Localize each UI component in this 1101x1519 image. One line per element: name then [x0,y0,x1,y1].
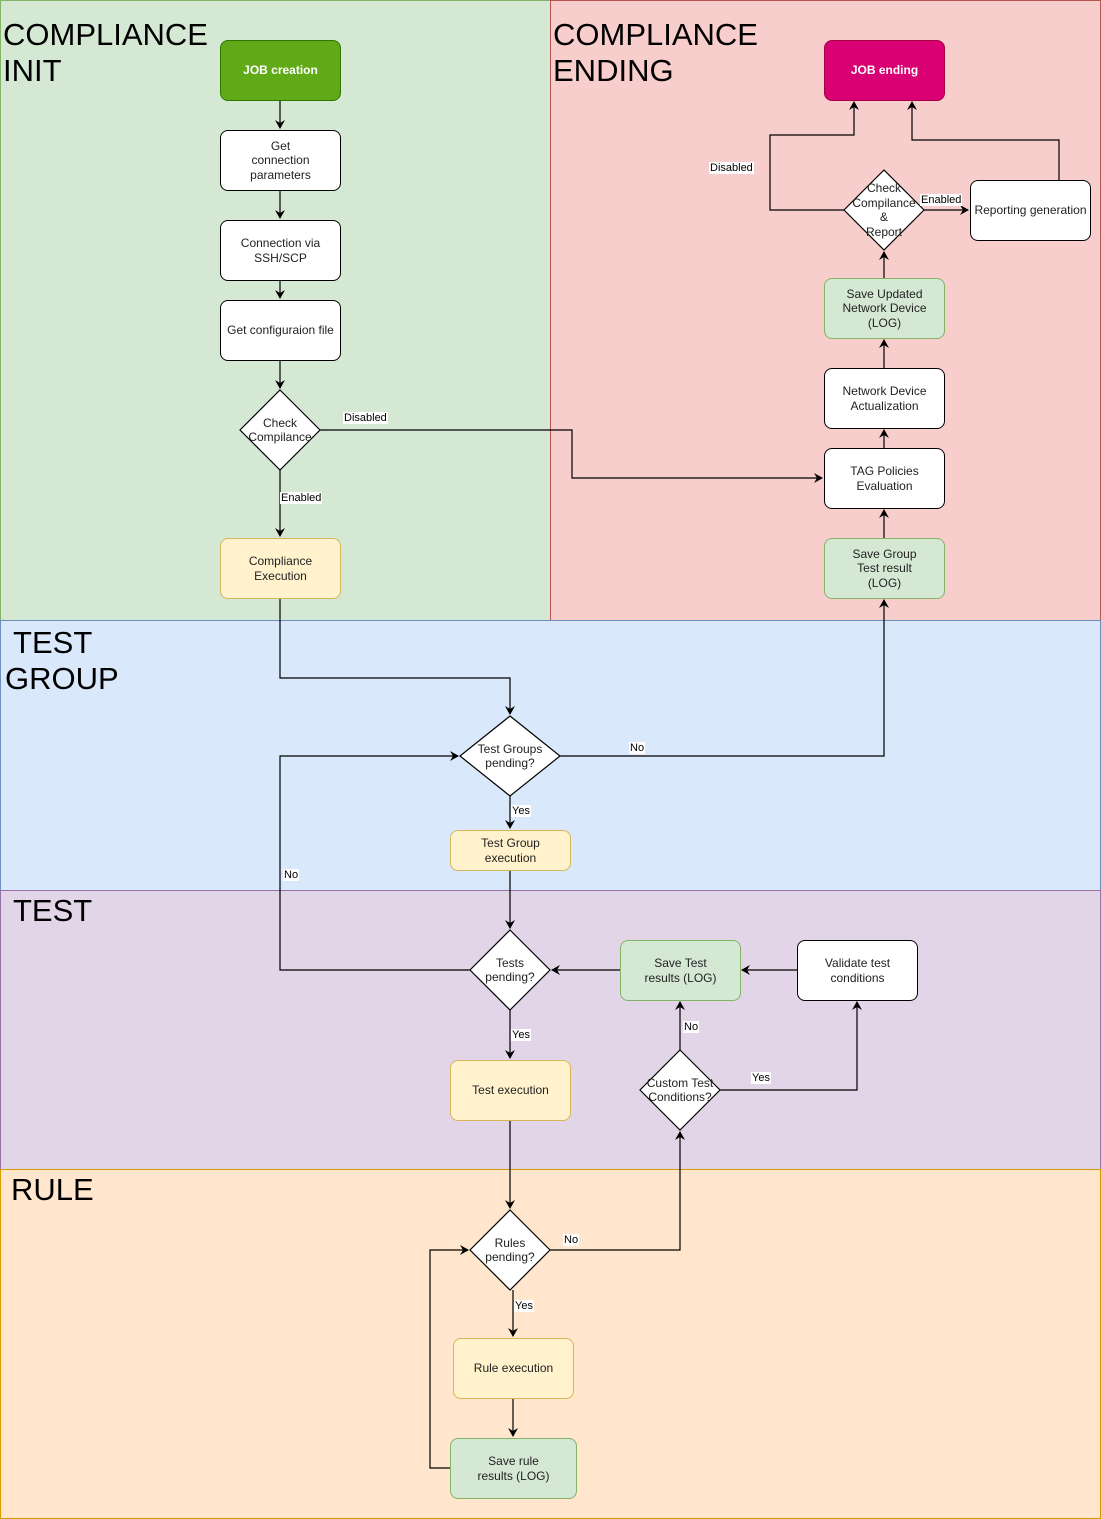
label-custom-no: No [683,1021,700,1033]
node-rules-pending[interactable]: Rules pending? [485,1235,535,1265]
label-test-groups-yes: Yes [511,805,531,817]
edge-reporting-to-end [907,101,1060,180]
edge-report-disabled [769,101,859,211]
node-save-test-results[interactable]: Save Test results (LOG) [620,940,741,1001]
node-rule-execution[interactable]: Rule execution [453,1338,574,1399]
node-get-connection-parameters[interactable]: Get connection parameters [220,130,341,191]
edge-saverule-to-rules [429,1245,469,1469]
diamond-tests-pending [469,929,551,1011]
label-rules-no: No [563,1234,580,1246]
node-reporting-generation[interactable]: Reporting generation [970,180,1091,241]
lane-title-compliance-ending: COMPLIANCE ENDING [553,17,758,88]
node-tag-policies-evaluation[interactable]: TAG Policies Evaluation [824,448,945,509]
node-test-group-execution[interactable]: Test Group execution [450,830,571,871]
node-job-ending[interactable]: JOB ending [824,40,945,101]
edge-testgroups-no [560,599,889,757]
label-custom-yes: Yes [751,1072,771,1084]
node-test-groups-pending[interactable]: Test Groups pending? [477,741,543,771]
diamond-test-groups-pending [459,715,561,797]
label-check-compliance-enabled: Enabled [280,492,323,504]
node-save-updated-network-device[interactable]: Save Updated Network Device (LOG) [824,278,945,339]
edge-custom-yes [720,1001,862,1091]
label-tests-no: No [283,869,300,881]
lane-title-compliance-init: COMPLIANCE INIT [3,17,208,88]
node-check-compliance[interactable]: Check Compilance [248,415,312,445]
lane-title-test: TEST [13,893,93,928]
edge-rules-no [550,1131,685,1251]
label-check-compliance-disabled: Disabled [343,412,388,424]
diamond-check-compliance-report [843,169,925,251]
node-save-group-test-result[interactable]: Save Group Test result (LOG) [824,538,945,599]
edge-exec-to-testgroups [279,598,515,715]
node-connection-ssh-scp[interactable]: Connection via SSH/SCP [220,220,341,281]
node-check-compliance-report[interactable]: Check Compilance & Report [852,181,916,239]
label-test-groups-no: No [629,742,646,754]
node-network-device-actualization[interactable]: Network Device Actualization [824,368,945,429]
node-job-creation[interactable]: JOB creation [220,40,341,101]
node-tests-pending[interactable]: Tests pending? [485,955,535,985]
diamond-check-compliance [239,389,321,471]
label-rules-yes: Yes [514,1300,534,1312]
node-test-execution[interactable]: Test execution [450,1060,571,1121]
diamond-custom-test-conditions [639,1049,721,1131]
node-validate-test-conditions[interactable]: Validate test conditions [797,940,918,1001]
edge-check-disabled [320,429,823,483]
diamond-rules-pending [469,1209,551,1291]
label-report-disabled: Disabled [709,162,754,174]
node-get-config-file[interactable]: Get configuraion file [220,300,341,361]
node-save-rule-results[interactable]: Save rule results (LOG) [450,1438,577,1499]
edge-tests-no [279,751,470,971]
label-report-enabled: Enabled [920,194,963,206]
label-tests-yes: Yes [511,1029,531,1041]
node-compliance-execution[interactable]: Compliance Execution [220,538,341,599]
lane-test: TEST [0,890,1101,1170]
lane-title-rule: RULE [11,1172,94,1207]
lane-title-test-group: TEST GROUP [5,625,119,696]
node-custom-test-conditions[interactable]: Custom Test Conditions? [646,1075,714,1105]
